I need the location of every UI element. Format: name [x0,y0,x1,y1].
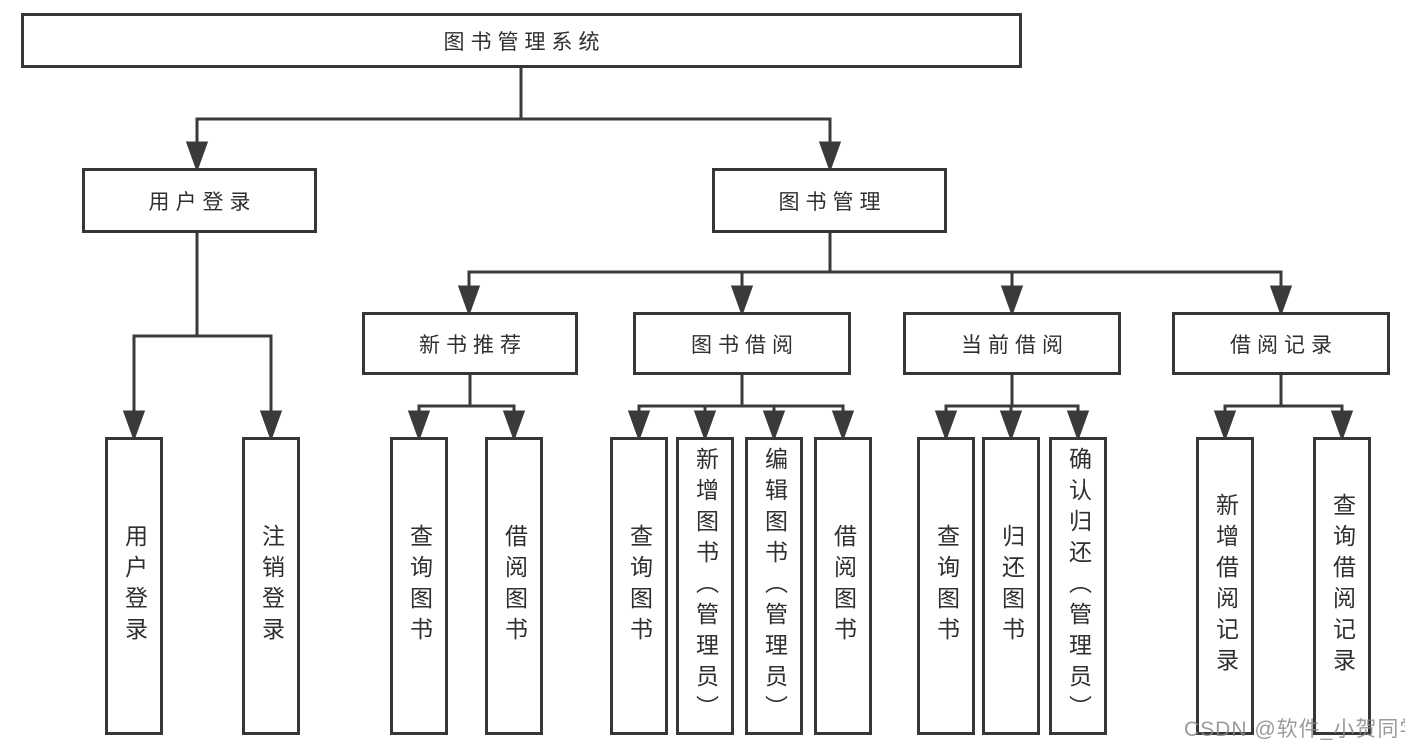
leaf-label: 查询图书 [406,524,433,648]
leaf-user-login: 用户登录 [105,437,163,735]
arrowhead [1269,285,1293,317]
leaf-return-books: 归还图书 [982,437,1040,735]
leaf-label: 查询图书 [933,524,960,648]
node-book-borrow: 图书借阅 [633,312,851,375]
leaf-label: 借阅图书 [501,524,528,648]
leaf-query-books-borrow: 查询图书 [610,437,668,735]
node-label: 图书管理系统 [443,30,606,54]
node-book-management: 图书管理 [712,168,947,233]
leaf-label: 归还图书 [998,524,1025,648]
leaf-label: 借阅图书 [830,524,857,648]
arrowhead [1330,410,1354,442]
watermark-text: CSDN @软件_小贺同学 [1184,718,1405,741]
arrowhead [259,410,283,442]
arrowhead [818,141,842,173]
leaf-query-books-recommend: 查询图书 [390,437,448,735]
arrowhead [934,410,958,442]
arrowhead [999,410,1023,442]
leaf-borrow-books-recommend: 借阅图书 [485,437,543,735]
node-user-login: 用户登录 [82,168,317,233]
node-label: 用户登录 [148,190,257,214]
leaf-label: 注销登录 [258,524,285,648]
arrowhead [502,410,526,442]
leaf-add-borrow-record: 新增借阅记录 [1196,437,1254,735]
arrowhead [627,410,651,442]
node-new-book-recommend: 新书推荐 [362,312,578,375]
leaf-label: 确认归还（管理员） [1065,446,1092,726]
node-label: 图书管理 [778,190,887,214]
leaf-add-books-admin: 新增图书（管理员） [676,437,734,735]
leaf-label: 查询借阅记录 [1329,493,1356,679]
connector-group [122,66,1354,442]
node-borrow-records: 借阅记录 [1172,312,1390,375]
node-label: 新书推荐 [419,333,527,357]
leaf-confirm-return-admin: 确认归还（管理员） [1049,437,1107,735]
node-current-borrow: 当前借阅 [903,312,1121,375]
leaf-label: 编辑图书（管理员） [761,446,788,726]
arrowhead [122,410,146,442]
arrowhead [457,285,481,317]
leaf-label: 查询图书 [626,524,653,648]
node-label: 当前借阅 [961,333,1069,357]
leaf-edit-books-admin: 编辑图书（管理员） [745,437,803,735]
arrowhead [407,410,431,442]
leaf-label: 用户登录 [121,524,148,648]
arrowhead [831,410,855,442]
node-library-management-system: 图书管理系统 [21,13,1022,68]
leaf-borrow-books: 借阅图书 [814,437,872,735]
leaf-label: 新增图书（管理员） [692,446,719,726]
node-label: 图书借阅 [691,333,799,357]
leaf-query-borrow-record: 查询借阅记录 [1313,437,1371,735]
leaf-logout: 注销登录 [242,437,300,735]
node-label: 借阅记录 [1230,333,1338,357]
arrowhead [1066,410,1090,442]
arrowhead [185,141,209,173]
arrowhead [1000,285,1024,317]
arrowhead [693,410,717,442]
leaf-label: 新增借阅记录 [1212,493,1239,679]
leaf-query-books-current: 查询图书 [917,437,975,735]
arrowhead [762,410,786,442]
arrowhead [1213,410,1237,442]
arrowhead [730,285,754,317]
